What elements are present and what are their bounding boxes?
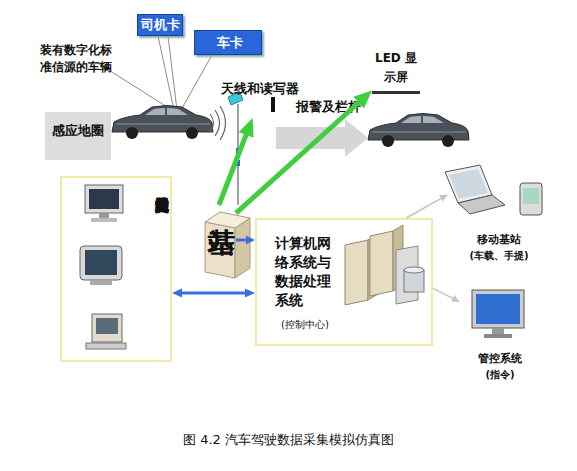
connector-line: [180, 291, 247, 294]
node-box: 感应地圈: [45, 112, 111, 160]
screen: [96, 318, 118, 334]
connector-line: [406, 198, 442, 218]
node-text: 计算机网络系统与数据处理系统: [275, 234, 335, 310]
wave-arc: [220, 106, 226, 140]
control-center-servers: [345, 225, 424, 305]
arrow-head: [246, 236, 255, 245]
node-box: 司机卡: [137, 14, 183, 36]
vehicle: [368, 114, 469, 148]
server-slot: [209, 244, 231, 248]
handheld-screen: [523, 188, 539, 204]
screen: [85, 250, 117, 275]
storage-top: [404, 267, 424, 273]
annotation-label: 装有数字化标准信源的车辆: [40, 42, 120, 76]
node-box: 基站: [174, 205, 236, 277]
node-text: (车载、手提): [469, 249, 528, 263]
node-text: 移动基站: [477, 232, 521, 247]
handheld: [520, 183, 542, 215]
laptop-base: [458, 195, 505, 214]
arrow-head: [172, 288, 182, 297]
base: [484, 334, 512, 338]
monitor: [80, 246, 122, 280]
leader-line: [158, 36, 174, 110]
monitor: [92, 314, 122, 342]
screen: [89, 189, 119, 209]
radio-waves: [210, 106, 226, 140]
monitor: [85, 185, 123, 213]
figure-caption: 图 4.2 汽车驾驶数据采集模拟仿真图: [0, 431, 577, 449]
node-text: 感应地圈: [52, 122, 104, 140]
screen: [476, 294, 520, 324]
node-text: 天线和读写器: [221, 80, 299, 98]
mobile-devices: [445, 165, 542, 215]
node-box: 计算机网络系统与数据处理系统 (控制中心): [255, 218, 433, 346]
node-box: LED 显示屏: [372, 44, 420, 94]
base-station-server: [205, 212, 250, 278]
node-text: 司机卡: [141, 16, 180, 34]
wave-arc: [215, 110, 220, 136]
connector: [236, 236, 255, 245]
node-text: (控制中心): [275, 318, 431, 332]
wave-arc: [210, 114, 214, 132]
barrier-post: [271, 97, 275, 112]
control-monitor: [472, 290, 524, 338]
connector: [406, 194, 448, 218]
server-front: [205, 222, 235, 278]
connector-line: [433, 288, 454, 299]
node-box: 涉及交通的用户系统: [60, 176, 172, 362]
node-box: 车卡: [194, 30, 262, 55]
connector-line: [219, 131, 247, 205]
server-front: [345, 240, 368, 305]
arrow-head: [353, 91, 372, 109]
arrow-head: [439, 194, 448, 201]
node-box: 管控系统 (指令): [460, 282, 540, 382]
leader-line: [168, 36, 177, 110]
keyboard: [86, 343, 126, 349]
arrow-head: [245, 289, 255, 298]
arrow-head: [239, 118, 254, 138]
monitor: [472, 290, 524, 328]
node-text: 管控系统: [478, 351, 522, 366]
node-text: LED 显示屏: [372, 49, 420, 87]
laptop-screen: [449, 169, 488, 199]
stand: [90, 280, 112, 285]
stand: [99, 213, 109, 218]
connector-line: [236, 100, 361, 213]
vehicle: [112, 106, 213, 140]
node-text: 车卡: [217, 34, 243, 52]
arrow-head: [451, 295, 460, 302]
connector: [172, 288, 255, 297]
leader-line: [181, 55, 212, 110]
keyboard: [91, 218, 117, 222]
connector: [433, 288, 460, 302]
server-top: [205, 212, 250, 228]
user-computers: [80, 185, 126, 349]
node-box: 天线和读写器: [216, 80, 304, 118]
connector: [219, 118, 254, 205]
server-front: [370, 231, 393, 296]
server-slot: [209, 234, 231, 238]
stand: [492, 328, 504, 334]
node-text: (指令): [485, 368, 514, 382]
node-box: 移动基站 (车载、手提): [448, 165, 550, 263]
